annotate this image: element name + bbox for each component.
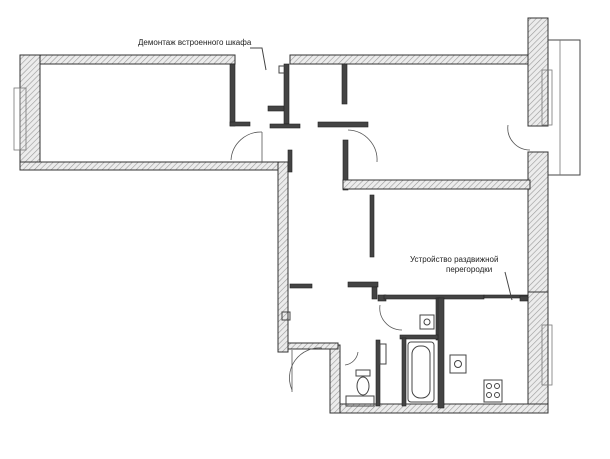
leader-wardrobe-removal <box>250 47 267 71</box>
wall-hall-middle <box>369 194 375 258</box>
wall-left-room-bottom <box>19 161 289 171</box>
wall-bedroom-bottom <box>342 179 531 190</box>
door-bath <box>379 304 403 331</box>
stove <box>483 379 503 403</box>
wall-wc-bath <box>375 339 381 407</box>
wall-entry-top <box>289 283 313 289</box>
leader-sliding-partition <box>504 271 513 301</box>
windows <box>13 39 581 386</box>
door-wc <box>344 351 359 366</box>
wall-wc-left <box>329 344 341 414</box>
window-right-top <box>541 69 553 126</box>
wall-right-top <box>527 17 549 127</box>
wc-pipe <box>379 343 387 365</box>
doors <box>230 124 531 392</box>
window-right-lower <box>541 324 553 386</box>
balcony-outline <box>548 39 581 176</box>
entry-post <box>281 311 291 321</box>
interior-walls <box>229 63 531 409</box>
stove-burner-4 <box>494 392 500 398</box>
stove-burner-3 <box>486 392 492 398</box>
sliding-partition <box>383 294 485 300</box>
stove-burner-2 <box>494 383 500 389</box>
wall-partition-lower <box>342 139 349 191</box>
wc-shaft <box>345 395 375 407</box>
wall-right-middle <box>527 151 549 293</box>
door-balcony <box>507 124 531 151</box>
wall-wardrobe-left <box>229 63 236 127</box>
door-right-bedroom <box>347 129 378 163</box>
wall-hall-stub <box>287 149 293 173</box>
wall-hall-left <box>277 161 289 353</box>
wall-top-right <box>289 54 531 65</box>
bathtub-inner <box>411 345 431 399</box>
wall-entry-bottom <box>287 342 339 350</box>
door-entry <box>289 347 323 391</box>
exterior-walls <box>19 17 549 414</box>
wall-bath-inner <box>401 337 407 407</box>
label-wardrobe-removal: Демонтаж встроенного шкафа <box>138 38 252 47</box>
wall-left <box>19 54 41 171</box>
fixtures <box>345 314 503 407</box>
bathtub <box>407 341 435 403</box>
toilet-tank <box>355 369 371 377</box>
wall-bath-corner <box>371 286 378 300</box>
wall-partition-upper <box>341 63 348 105</box>
washbasin <box>419 314 435 330</box>
label-sliding-partition-1: Устройство раздвижной <box>410 255 498 264</box>
wall-wardrobe-shelf <box>267 105 287 112</box>
toilet-bowl <box>356 376 370 396</box>
washbasin-drain <box>423 318 431 326</box>
wall-wardrobe-bottom-left <box>229 121 251 127</box>
label-sliding-partition-2: перегородки <box>446 265 492 274</box>
wall-wardrobe-bottom-right <box>269 123 301 129</box>
wall-bath-separator <box>399 334 439 340</box>
kitchen-sink-drain <box>454 360 462 368</box>
wall-kitchen-left <box>437 297 445 409</box>
kitchen-sink <box>449 354 467 374</box>
stove-burner-1 <box>486 383 492 389</box>
partition-marker <box>519 295 529 302</box>
wall-bath-top <box>347 281 379 288</box>
door-left-bedroom <box>230 131 263 161</box>
wardrobe-post <box>278 65 287 74</box>
annotations: Демонтаж встроенного шкафа Устройство ра… <box>138 38 513 301</box>
wall-top-left <box>19 54 236 65</box>
wall-partition-door-header <box>317 121 369 128</box>
wall-right-lower <box>527 291 549 413</box>
